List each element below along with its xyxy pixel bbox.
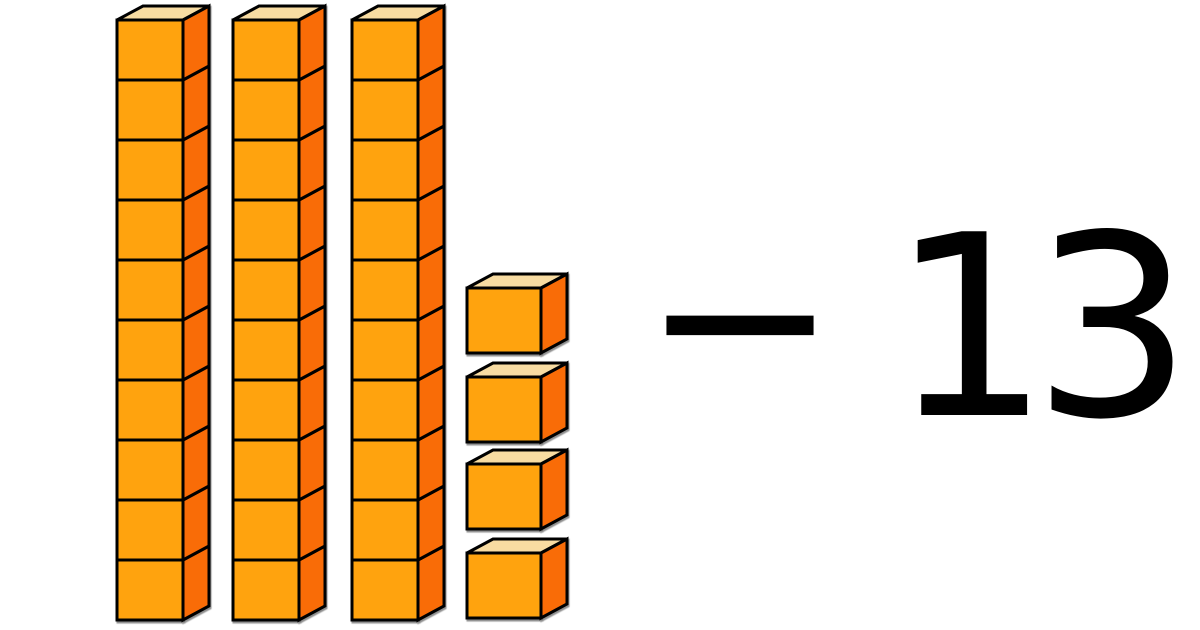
expression: − 13	[642, 182, 1193, 475]
cube-front-face	[350, 558, 420, 622]
cube-front-face	[350, 378, 420, 442]
block-cube	[465, 271, 569, 356]
cube-front-face	[115, 498, 185, 562]
block-cube	[465, 360, 569, 445]
cube-front-face	[350, 318, 420, 382]
cube-front-face	[350, 138, 420, 202]
cube-front-face	[231, 258, 301, 322]
minus-operator: −	[642, 182, 839, 455]
cube-side-face	[416, 3, 446, 83]
cube-front-face	[231, 318, 301, 382]
cube-front-face	[350, 18, 420, 82]
cube-front-face	[350, 498, 420, 562]
cube-front-face	[231, 438, 301, 502]
cube-front-face	[115, 438, 185, 502]
cube-front-face	[115, 318, 185, 382]
cube-side-face	[181, 3, 211, 83]
cube-front-face	[115, 18, 185, 82]
cube-front-face	[231, 198, 301, 262]
cube-front-face	[231, 18, 301, 82]
cube-side-face	[297, 3, 327, 83]
block-cube	[465, 447, 569, 532]
cube-front-face	[465, 375, 543, 444]
cube-front-face	[465, 462, 543, 531]
cube-front-face	[231, 138, 301, 202]
tens-rod-2	[231, 3, 327, 623]
cube-side-face	[539, 447, 569, 532]
cube-side-face	[539, 360, 569, 445]
cube-front-face	[350, 198, 420, 262]
block-cube	[115, 3, 211, 83]
block-cube	[465, 536, 569, 621]
blocks-layer	[115, 3, 569, 623]
operand-number: 13	[890, 182, 1175, 475]
cube-side-face	[539, 536, 569, 621]
cube-front-face	[465, 551, 543, 620]
cube-side-face	[539, 271, 569, 356]
cube-front-face	[115, 78, 185, 142]
cube-front-face	[350, 78, 420, 142]
cube-front-face	[115, 378, 185, 442]
tens-rod-3	[350, 3, 446, 623]
cube-front-face	[465, 286, 543, 355]
cube-front-face	[115, 558, 185, 622]
cube-front-face	[350, 258, 420, 322]
cube-front-face	[231, 498, 301, 562]
ones-cube-2	[465, 360, 569, 445]
cube-front-face	[231, 558, 301, 622]
cube-front-face	[350, 438, 420, 502]
ones-cube-3	[465, 447, 569, 532]
block-cube	[231, 3, 327, 83]
cube-front-face	[115, 258, 185, 322]
block-cube	[350, 3, 446, 83]
tens-rod-1	[115, 3, 211, 623]
ones-cube-4	[465, 536, 569, 621]
cube-front-face	[115, 138, 185, 202]
ones-cube-1	[465, 271, 569, 356]
cube-front-face	[231, 378, 301, 442]
cube-front-face	[115, 198, 185, 262]
cube-front-face	[231, 78, 301, 142]
